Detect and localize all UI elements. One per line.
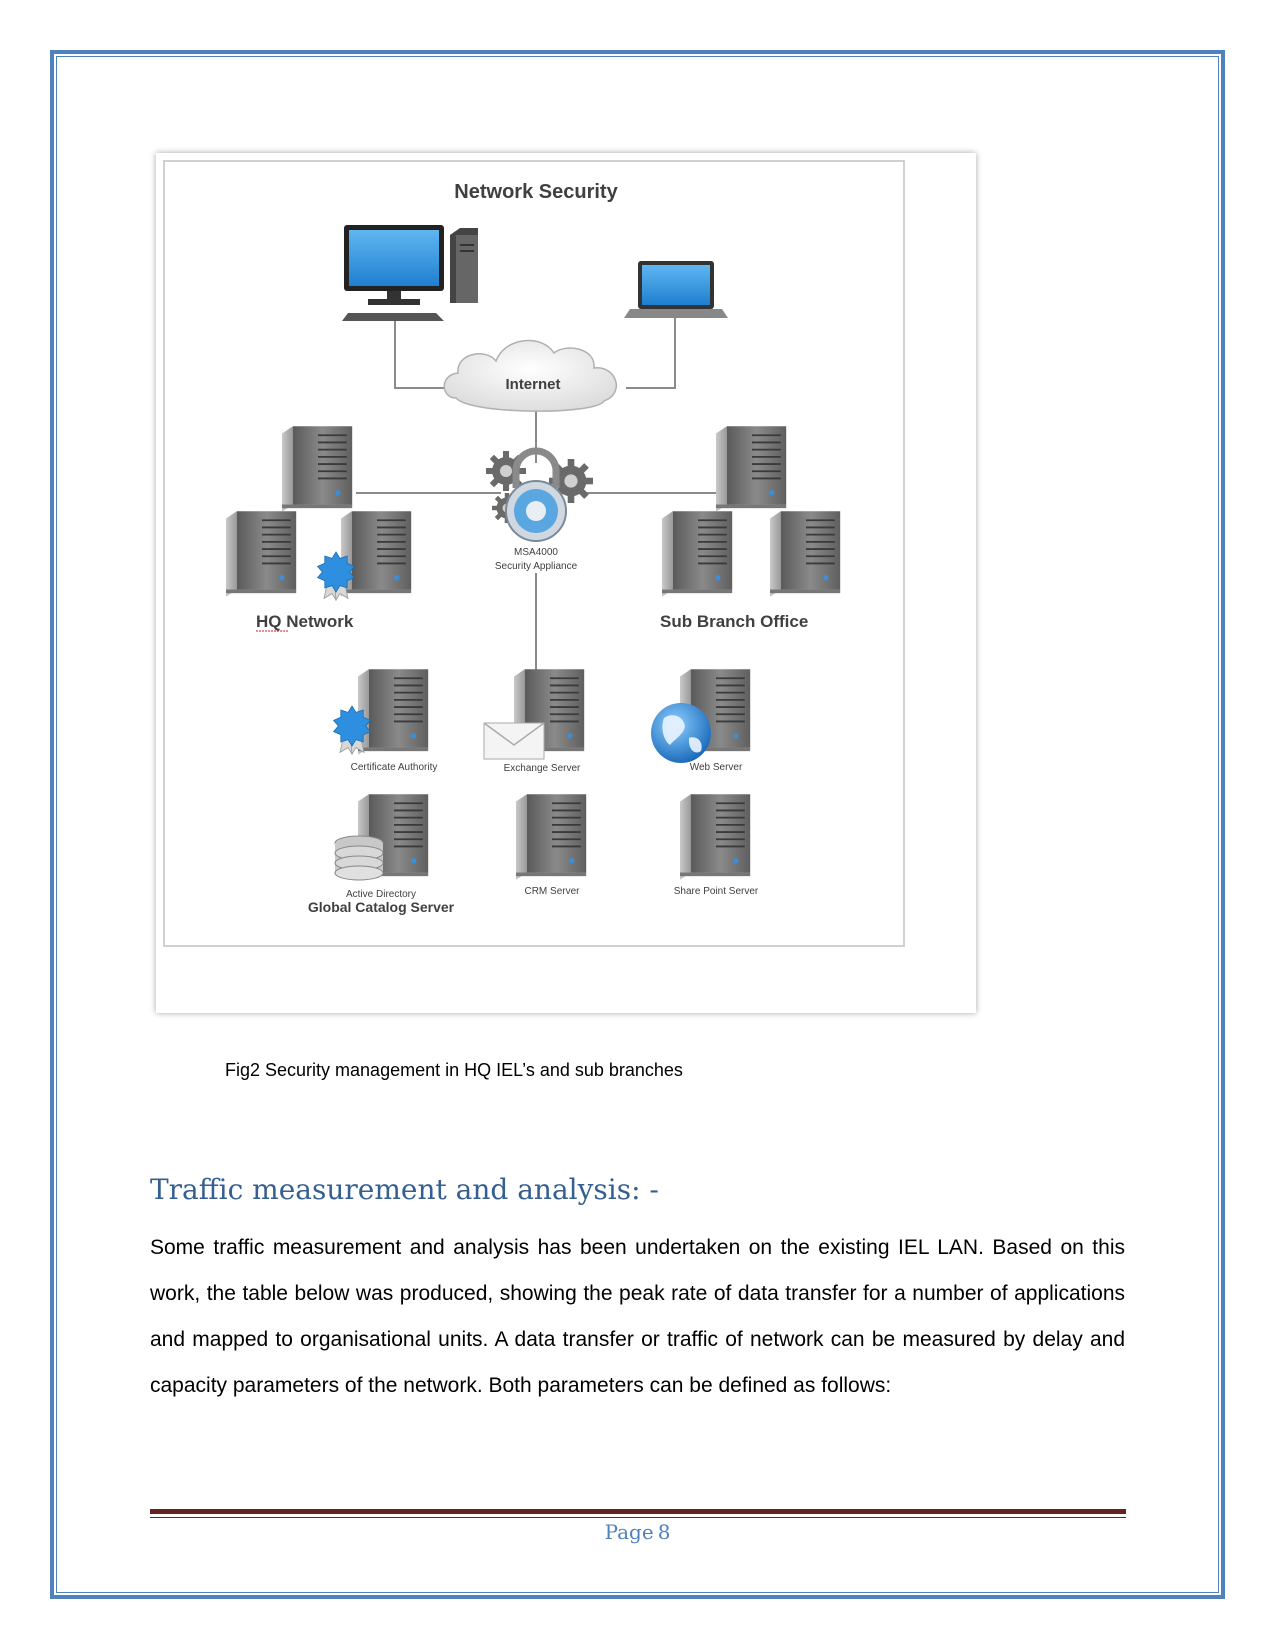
envelope-icon bbox=[483, 722, 545, 760]
appliance-name-label: Security Appliance bbox=[495, 561, 578, 572]
active-directory-label: Active Directory bbox=[346, 889, 416, 900]
crm-server-label: CRM Server bbox=[524, 886, 580, 897]
hq-network-label: HQ Network bbox=[256, 612, 354, 631]
sharepoint-server bbox=[680, 793, 752, 881]
figure-caption: Fig2 Security management in HQ IEL’s and… bbox=[225, 1060, 683, 1080]
internet-cloud-icon: Internet bbox=[443, 339, 617, 412]
certificate-authority-label: Certificate Authority bbox=[351, 762, 438, 773]
section-heading: Traffic measurement and analysis: - bbox=[150, 1173, 659, 1206]
exchange-server bbox=[483, 668, 586, 760]
footer-rule bbox=[150, 1509, 1126, 1514]
global-catalog-label: Global Catalog Server bbox=[308, 899, 455, 915]
laptop-icon bbox=[624, 261, 728, 318]
appliance-model-label: MSA4000 bbox=[514, 547, 558, 558]
database-icon bbox=[334, 835, 384, 881]
security-appliance-icon bbox=[486, 447, 593, 542]
network-diagram: Network Security Internet bbox=[163, 160, 905, 947]
internet-label: Internet bbox=[505, 376, 560, 393]
footer-rule-thin bbox=[150, 1517, 1126, 1518]
page-border-inner bbox=[56, 56, 1219, 1593]
desktop-computer-icon bbox=[342, 225, 478, 321]
sub-branch-office-label: Sub Branch Office bbox=[660, 612, 808, 631]
page-number-value: 8 bbox=[657, 1520, 671, 1544]
web-server bbox=[651, 668, 752, 763]
network-security-figure: Network Security Internet bbox=[156, 153, 976, 1013]
body-paragraph: Some traffic measurement and analysis ha… bbox=[150, 1236, 1125, 1397]
page-label: Page bbox=[604, 1520, 654, 1544]
page-border-outer bbox=[50, 50, 1225, 1599]
figure-title: Network Security bbox=[454, 181, 618, 203]
exchange-server-label: Exchange Server bbox=[504, 763, 581, 774]
global-catalog-server bbox=[334, 793, 430, 881]
crm-server bbox=[516, 793, 588, 881]
sharepoint-server-label: Share Point Server bbox=[674, 886, 759, 897]
web-server-label: Web Server bbox=[690, 762, 743, 773]
globe-icon bbox=[651, 703, 711, 763]
